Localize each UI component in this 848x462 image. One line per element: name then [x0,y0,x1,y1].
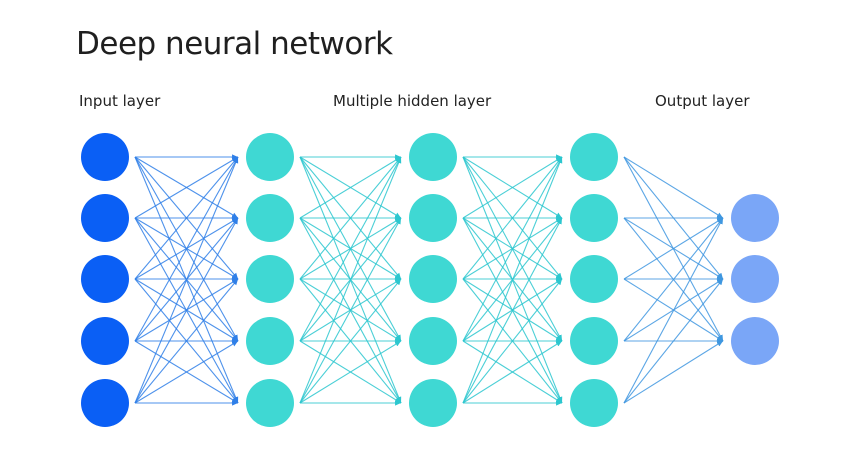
connection-hidden-2-4-1 [462,217,563,404]
connection-hidden-1-4-3 [299,340,402,404]
connection-hidden-2-4-3 [462,340,563,404]
connection-output-3-2-0 [623,217,724,280]
nodes-group [81,133,779,427]
connection-hidden-1-2-0 [299,156,402,280]
connection-input-0-4-3 [134,340,239,404]
connection-hidden-2-3-0 [462,156,563,342]
hidden-node-2-3 [409,317,457,365]
output-node-4-2 [731,317,779,365]
input-layer-label: Input layer [79,92,161,110]
output-layer-label: Output layer [655,92,750,110]
output-node-4-0 [731,194,779,242]
connection-input-0-4-0 [134,156,239,404]
hidden-node-2-4 [409,379,457,427]
input-node-0-4 [81,379,129,427]
connection-output-3-4-1 [623,278,724,404]
connection-output-3-0-0 [623,156,724,219]
connection-hidden-2-4-2 [462,278,563,404]
hidden-node-3-4 [570,379,618,427]
hidden-node-3-2 [570,255,618,303]
connection-hidden-1-3-0 [299,156,402,342]
connection-hidden-1-4-2 [299,278,402,404]
connection-output-3-4-2 [623,340,724,404]
connection-hidden-2-4-0 [462,156,563,404]
connection-hidden-2-2-0 [462,156,563,280]
input-node-0-0 [81,133,129,181]
hidden-node-1-2 [246,255,294,303]
connection-input-0-1-0 [134,156,239,219]
hidden-node-3-1 [570,194,618,242]
input-node-0-3 [81,317,129,365]
hidden-node-2-1 [409,194,457,242]
connection-input-0-3-0 [134,156,239,342]
connection-output-3-4-0 [623,217,724,404]
output-node-4-1 [731,255,779,303]
hidden-node-2-0 [409,133,457,181]
connection-hidden-1-1-0 [299,156,402,219]
input-node-0-2 [81,255,129,303]
diagram-title: Deep neural network [76,26,393,62]
hidden-node-2-2 [409,255,457,303]
connection-input-0-4-1 [134,217,239,404]
connection-input-0-2-0 [134,156,239,280]
connection-hidden-1-4-0 [299,156,402,404]
connection-hidden-2-1-0 [462,156,563,219]
input-node-0-1 [81,194,129,242]
hidden-node-1-0 [246,133,294,181]
hidden-node-3-3 [570,317,618,365]
hidden-node-1-4 [246,379,294,427]
connections-group [134,154,724,406]
hidden-layer-label: Multiple hidden layer [333,92,492,110]
hidden-node-1-1 [246,194,294,242]
hidden-node-3-0 [570,133,618,181]
connection-input-0-4-2 [134,278,239,404]
connection-hidden-1-4-1 [299,217,402,404]
hidden-node-1-3 [246,317,294,365]
connection-output-3-3-0 [623,217,724,342]
